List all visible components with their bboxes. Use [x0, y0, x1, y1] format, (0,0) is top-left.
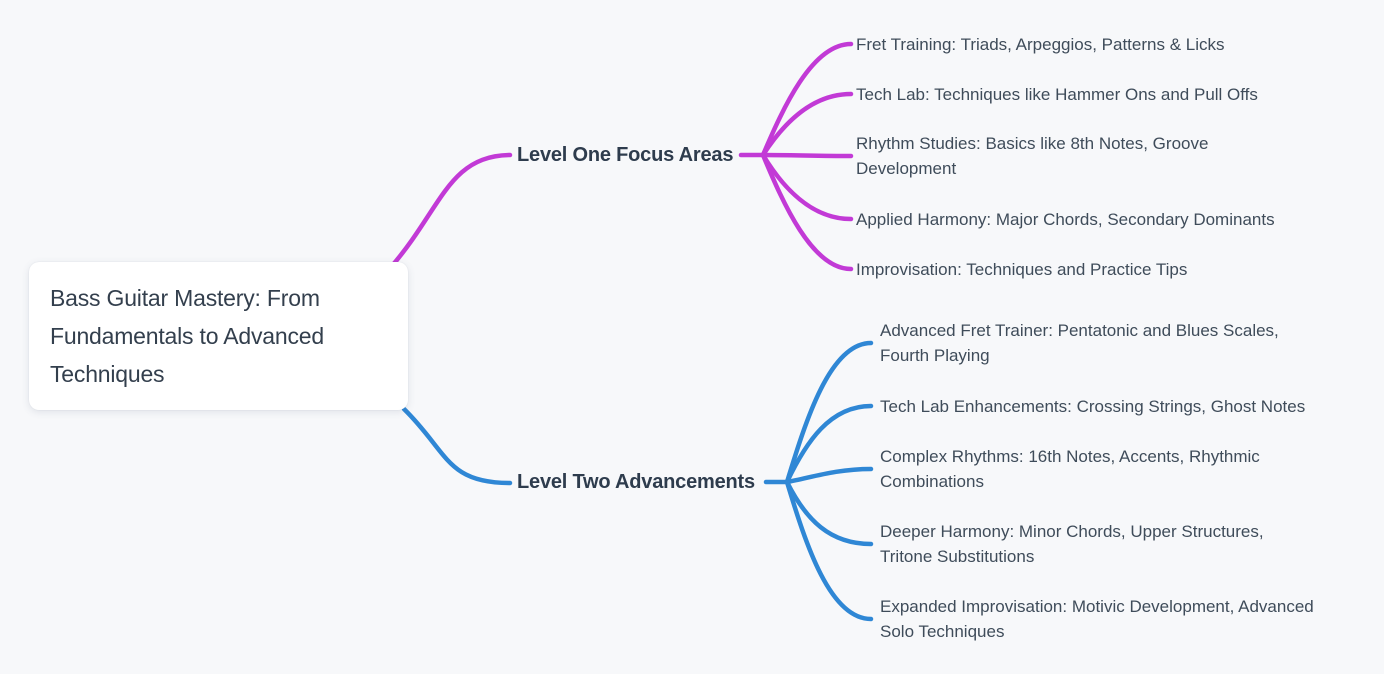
connector-level-two-child-5 — [784, 479, 874, 622]
connector-root-to-level-two — [401, 406, 513, 486]
branch-node-level-one[interactable]: Level One Focus Areas — [517, 144, 734, 166]
connector-level-one-child-5 — [760, 152, 854, 272]
leaf-node-advanced-fret-trainer[interactable]: Advanced Fret Trainer: Pentatonic and Bl… — [880, 321, 1279, 365]
leaf-node-applied-harmony[interactable]: Applied Harmony: Major Chords, Secondary… — [856, 210, 1275, 229]
connector-level-one-child-3 — [760, 152, 854, 159]
leaf-node-complex-rhythms[interactable]: Complex Rhythms: 16th Notes, Accents, Rh… — [880, 447, 1260, 491]
connector-level-two-child-4 — [784, 479, 874, 547]
connector-level-two-child-3 — [784, 466, 874, 485]
leaf-node-tech-lab-enhancements[interactable]: Tech Lab Enhancements: Crossing Strings,… — [880, 397, 1306, 416]
leaf-node-fret-training[interactable]: Fret Training: Triads, Arpeggios, Patter… — [856, 35, 1225, 54]
leaf-node-rhythm-studies[interactable]: Rhythm Studies: Basics like 8th Notes, G… — [856, 134, 1209, 178]
connector-level-two-child-2 — [784, 403, 874, 485]
connector-level-two-child-1 — [784, 340, 874, 485]
leaf-node-improvisation[interactable]: Improvisation: Techniques and Practice T… — [856, 260, 1188, 279]
root-node[interactable]: Bass Guitar Mastery: From Fundamentals t… — [29, 262, 408, 410]
connector-level-one-child-1 — [760, 41, 854, 158]
leaf-node-deeper-harmony[interactable]: Deeper Harmony: Minor Chords, Upper Stru… — [880, 522, 1264, 566]
root-node-title: Bass Guitar Mastery: From Fundamentals t… — [50, 285, 324, 387]
leaf-node-expanded-improvisation[interactable]: Expanded Improvisation: Motivic Developm… — [880, 597, 1314, 641]
leaf-node-tech-lab[interactable]: Tech Lab: Techniques like Hammer Ons and… — [856, 85, 1258, 104]
branch-node-level-two[interactable]: Level Two Advancements — [517, 471, 755, 493]
connector-level-one-child-2 — [760, 91, 854, 158]
connector-root-to-level-one — [388, 152, 513, 270]
